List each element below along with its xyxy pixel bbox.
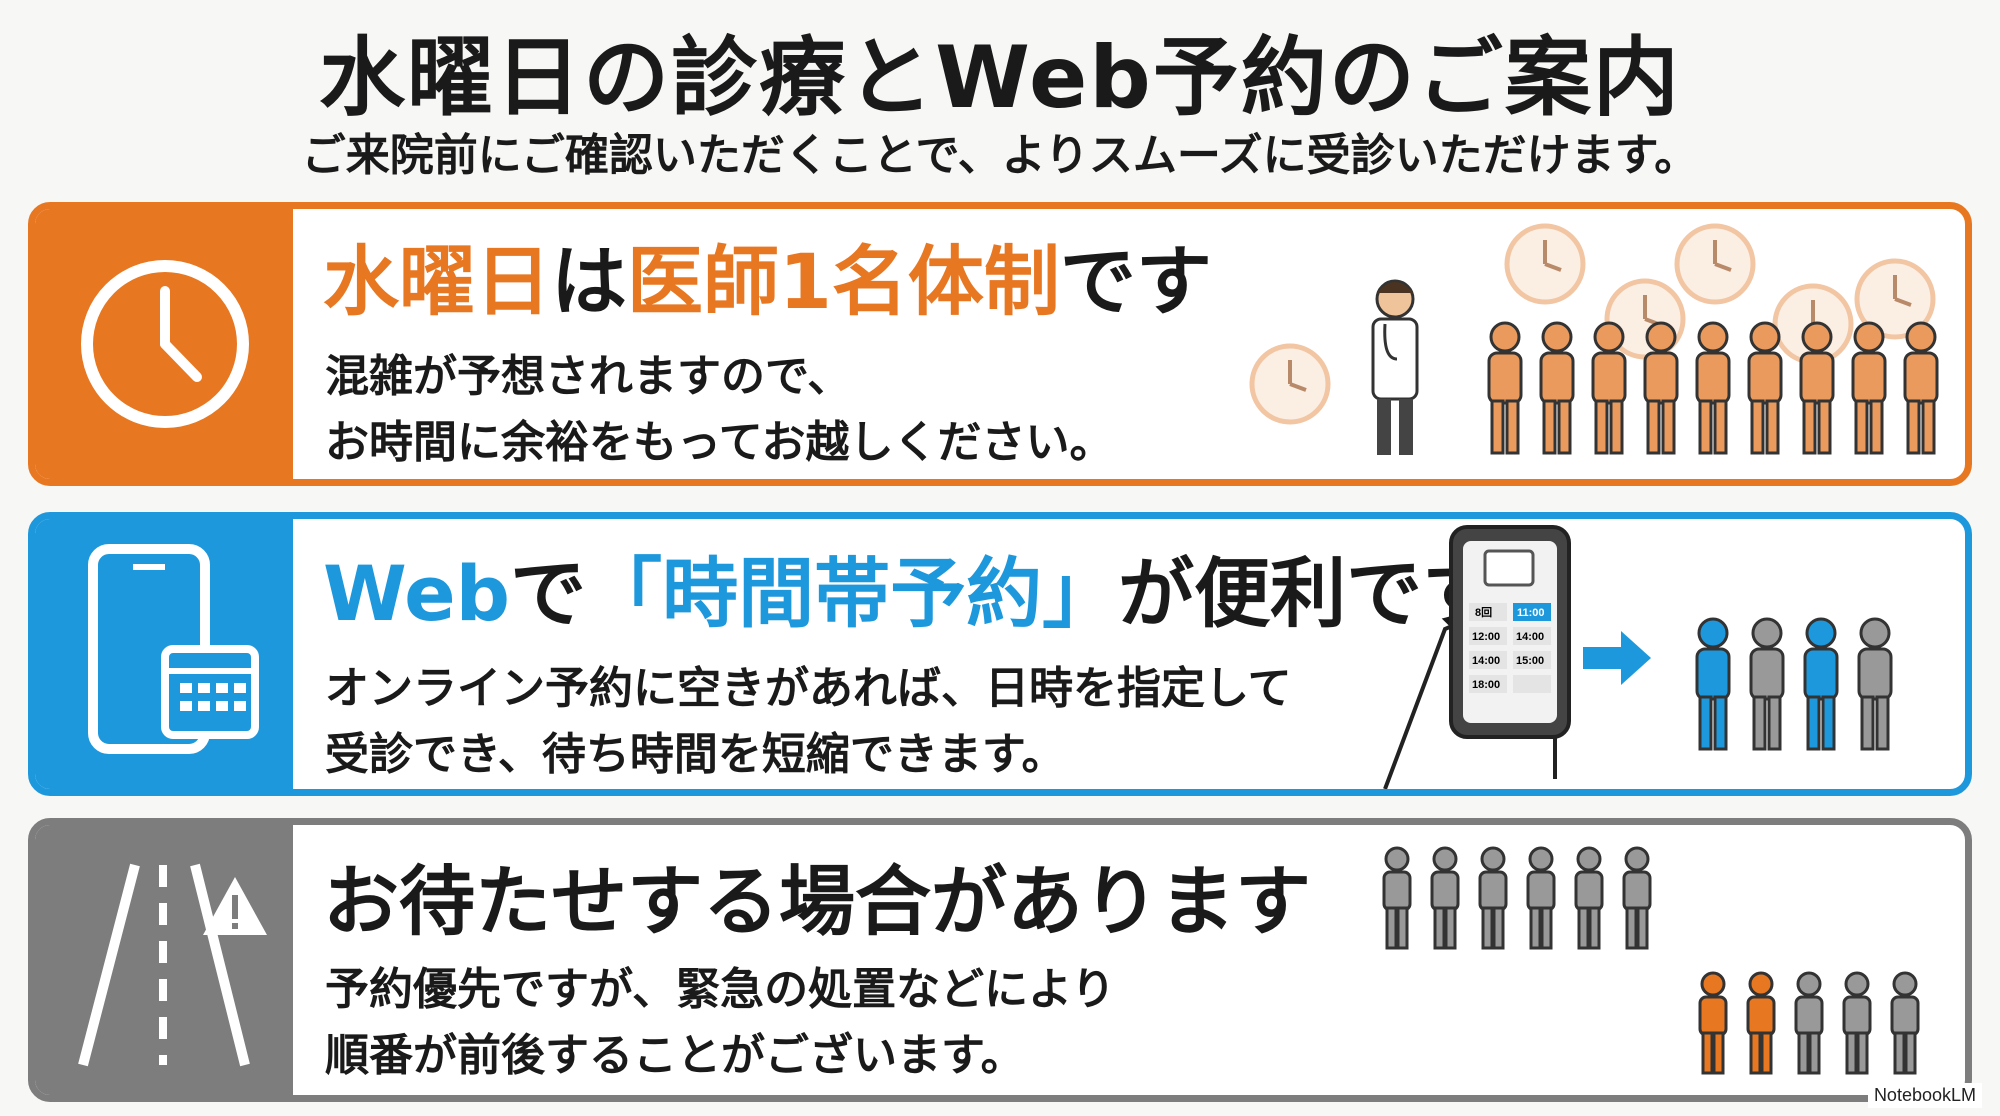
heading-highlight: 医師1名体制 (627, 237, 1060, 326)
clock-icon (1677, 226, 1753, 302)
card-body-line-1: オンライン予約に空きがあれば、日時を指定して (325, 663, 1292, 714)
card-icon-panel (35, 209, 293, 479)
phone-booking-illustration: 8回 11:00 12:00 14:00 14:00 15:00 18:00 (1383, 525, 1893, 789)
card-body-line-2: 受診でき、待ち時間を短縮できます。 (325, 729, 1066, 780)
road-warning-icon (78, 863, 267, 1067)
person-icon (1643, 321, 1679, 455)
clock-icon (81, 260, 249, 428)
heading-highlight: Web (323, 549, 511, 638)
card-heading: お待たせする場合があります (323, 857, 1311, 946)
queue-reorder-illustration (1382, 846, 1920, 1075)
time-slot: 15:00 (1516, 655, 1544, 667)
person-icon (1842, 971, 1872, 1075)
arrow-right-icon (1583, 631, 1651, 685)
time-slot: 8回 (1475, 605, 1492, 619)
person-icon (1622, 846, 1652, 950)
person-icon (1749, 617, 1785, 751)
person-icon (1903, 321, 1939, 455)
person-icon (1851, 321, 1887, 455)
heading-highlight: 「時間帯予約」 (586, 549, 1119, 638)
card-body-line-1: 予約優先ですが、緊急の処置などにより (325, 964, 1116, 1015)
heading-text: が便利です (1118, 549, 1499, 638)
card-heading: Webで「時間帯予約」が便利です (323, 549, 1498, 639)
smartphone-calendar-icon (88, 544, 259, 754)
watermark: NotebookLM (1867, 1083, 1982, 1108)
person-icon (1526, 846, 1556, 950)
clock-icon (1507, 226, 1583, 302)
page-title: 水曜日の診療とWeb予約のご案内 (319, 28, 1681, 128)
person-icon (1890, 971, 1920, 1075)
card-icon-panel (35, 825, 293, 1095)
person-icon (1794, 971, 1824, 1075)
person-icon (1698, 971, 1728, 1075)
person-icon (1799, 321, 1835, 455)
card-body-line-2: 順番が前後することがございます。 (325, 1030, 1025, 1081)
person-icon (1382, 846, 1412, 950)
card-body-line-1: 混雑が予想されますので、 (325, 351, 852, 402)
wednesday-doctor-card: 水曜日は医師1名体制です 混雑が予想されますので、 お時間に余裕をもってお越しく… (28, 202, 1972, 486)
phone-icon (1449, 525, 1571, 739)
person-icon (1430, 846, 1460, 950)
heading-text: で (510, 549, 587, 638)
heading-highlight: 水曜日 (323, 237, 551, 326)
person-icon (1695, 321, 1731, 455)
person-icon (1857, 617, 1893, 751)
doctor-icon (1371, 279, 1419, 455)
card-body-line-2: お時間に余裕をもってお越しください。 (325, 417, 1114, 468)
person-icon (1695, 617, 1731, 751)
waiting-crowd-illustration (1205, 209, 1939, 455)
wait-notice-card: お待たせする場合があります 予約優先ですが、緊急の処置などにより 順番が前後する… (28, 818, 1972, 1102)
heading-text: は (551, 237, 627, 326)
clock-icon (1252, 346, 1328, 422)
person-icon (1574, 846, 1604, 950)
time-slot: 12:00 (1472, 631, 1500, 643)
card-icon-panel (35, 519, 293, 789)
person-icon (1539, 321, 1575, 455)
card-heading: 水曜日は医師1名体制です (323, 237, 1212, 327)
time-slot: 14:00 (1472, 655, 1500, 667)
person-icon (1803, 617, 1839, 751)
person-icon (1746, 971, 1776, 1075)
page-subtitle: ご来院前にご確認いただくことで、よりスムーズに受診いただけます。 (301, 130, 1699, 181)
time-slot-selected: 11:00 (1517, 607, 1545, 619)
person-icon (1591, 321, 1627, 455)
person-icon (1478, 846, 1508, 950)
person-icon (1747, 321, 1783, 455)
person-icon (1487, 321, 1523, 455)
heading-text: です (1059, 237, 1212, 326)
time-slot: 18:00 (1472, 679, 1500, 691)
time-slot: 14:00 (1516, 631, 1544, 643)
web-reservation-card: Webで「時間帯予約」が便利です オンライン予約に空きがあれば、日時を指定して … (28, 512, 1972, 796)
